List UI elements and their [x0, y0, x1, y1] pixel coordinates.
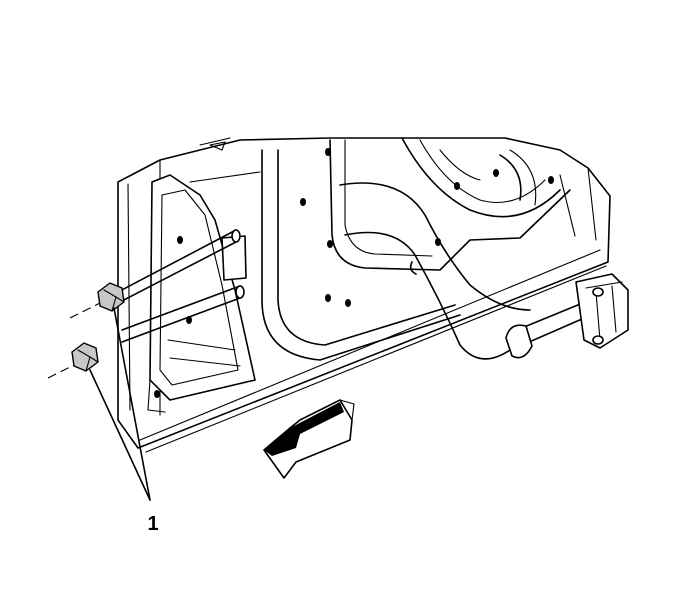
hinge-pillar-pocket [147, 174, 256, 413]
check-nut-upper [69, 282, 125, 319]
inner-panel-opening [209, 137, 571, 361]
callout-1-label: 1 [147, 513, 158, 535]
check-mounting-studs [117, 229, 245, 343]
wiring-harness [339, 182, 531, 360]
check-nut-lower [47, 342, 99, 379]
front-direction-arrow [263, 399, 355, 479]
door-check-link [505, 273, 629, 359]
callout-1-leaders [89, 307, 151, 501]
